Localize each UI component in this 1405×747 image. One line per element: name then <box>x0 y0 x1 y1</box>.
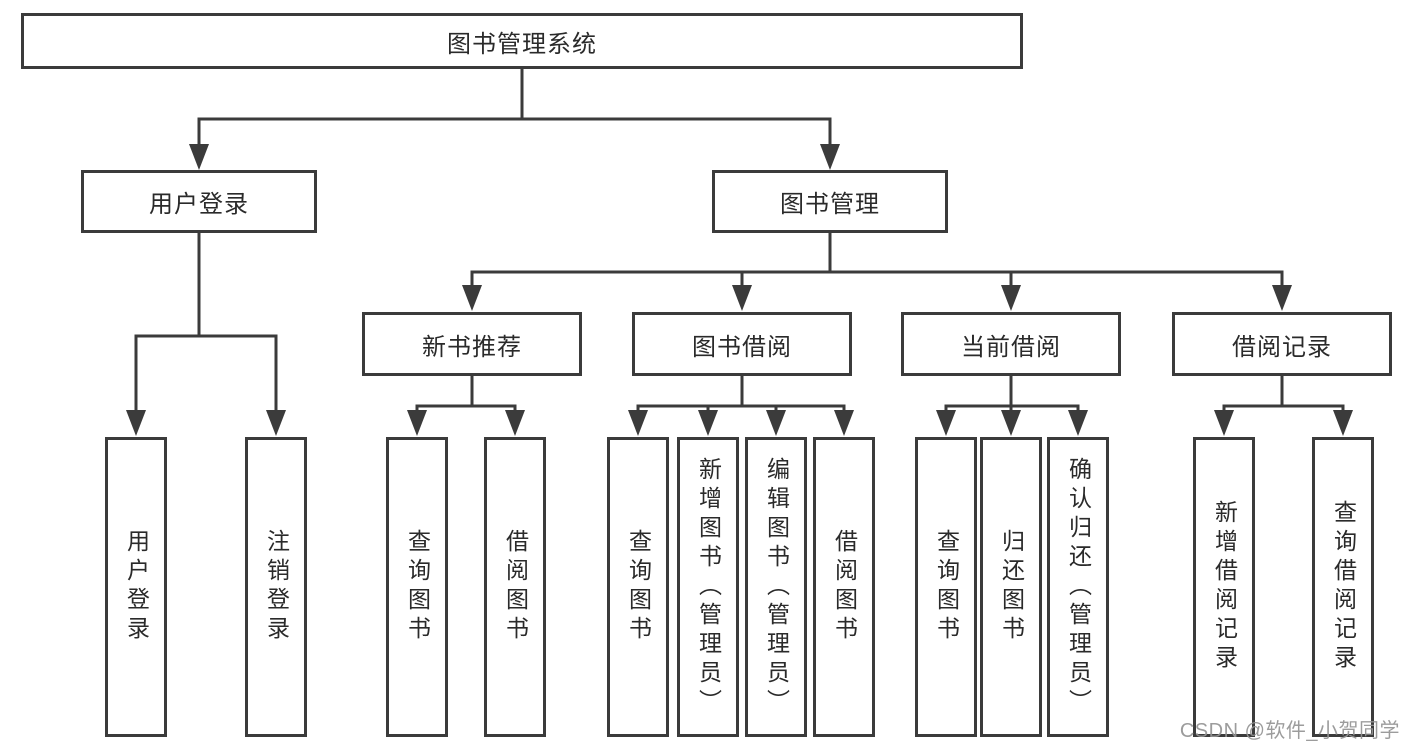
leaf-logout: 注销登录 <box>245 437 307 737</box>
node-book-management: 图书管理 <box>712 170 948 233</box>
leaf-label: 确认归还（管理员） <box>1065 456 1092 718</box>
csdn-watermark: CSDN @软件_小贺同学 <box>1179 720 1400 742</box>
leaf-user-login: 用户登录 <box>105 437 167 737</box>
leaf-borrow-books-recommend: 借阅图书 <box>484 437 546 737</box>
leaf-label: 查询图书 <box>625 529 652 645</box>
leaf-confirm-return-admin: 确认归还（管理员） <box>1047 437 1109 737</box>
leaf-label: 注销登录 <box>263 529 290 645</box>
leaf-label: 归还图书 <box>998 529 1025 645</box>
leaf-query-books-recommend: 查询图书 <box>386 437 448 737</box>
node-new-book-recommend: 新书推荐 <box>362 312 582 376</box>
leaf-label: 新增图书（管理员） <box>695 456 722 718</box>
leaf-label: 新增借阅记录 <box>1211 500 1238 674</box>
leaf-label: 借阅图书 <box>831 529 858 645</box>
node-book-borrow: 图书借阅 <box>632 312 852 376</box>
node-borrow-records: 借阅记录 <box>1172 312 1392 376</box>
leaf-add-books-admin: 新增图书（管理员） <box>677 437 739 737</box>
node-current-borrow: 当前借阅 <box>901 312 1121 376</box>
leaf-borrow-books: 借阅图书 <box>813 437 875 737</box>
leaf-add-borrow-record: 新增借阅记录 <box>1193 437 1255 737</box>
leaf-query-books-current: 查询图书 <box>915 437 977 737</box>
leaf-label: 编辑图书（管理员） <box>763 456 790 718</box>
leaf-query-books-borrow: 查询图书 <box>607 437 669 737</box>
leaf-label: 借阅图书 <box>502 529 529 645</box>
leaf-label: 查询图书 <box>933 529 960 645</box>
node-root-system: 图书管理系统 <box>21 13 1023 69</box>
node-user-login: 用户登录 <box>81 170 317 233</box>
leaf-query-borrow-record: 查询借阅记录 <box>1312 437 1374 737</box>
leaf-label: 查询图书 <box>404 529 431 645</box>
leaf-edit-books-admin: 编辑图书（管理员） <box>745 437 807 737</box>
leaf-return-books: 归还图书 <box>980 437 1042 737</box>
leaf-label: 查询借阅记录 <box>1330 500 1357 674</box>
leaf-label: 用户登录 <box>123 529 150 645</box>
